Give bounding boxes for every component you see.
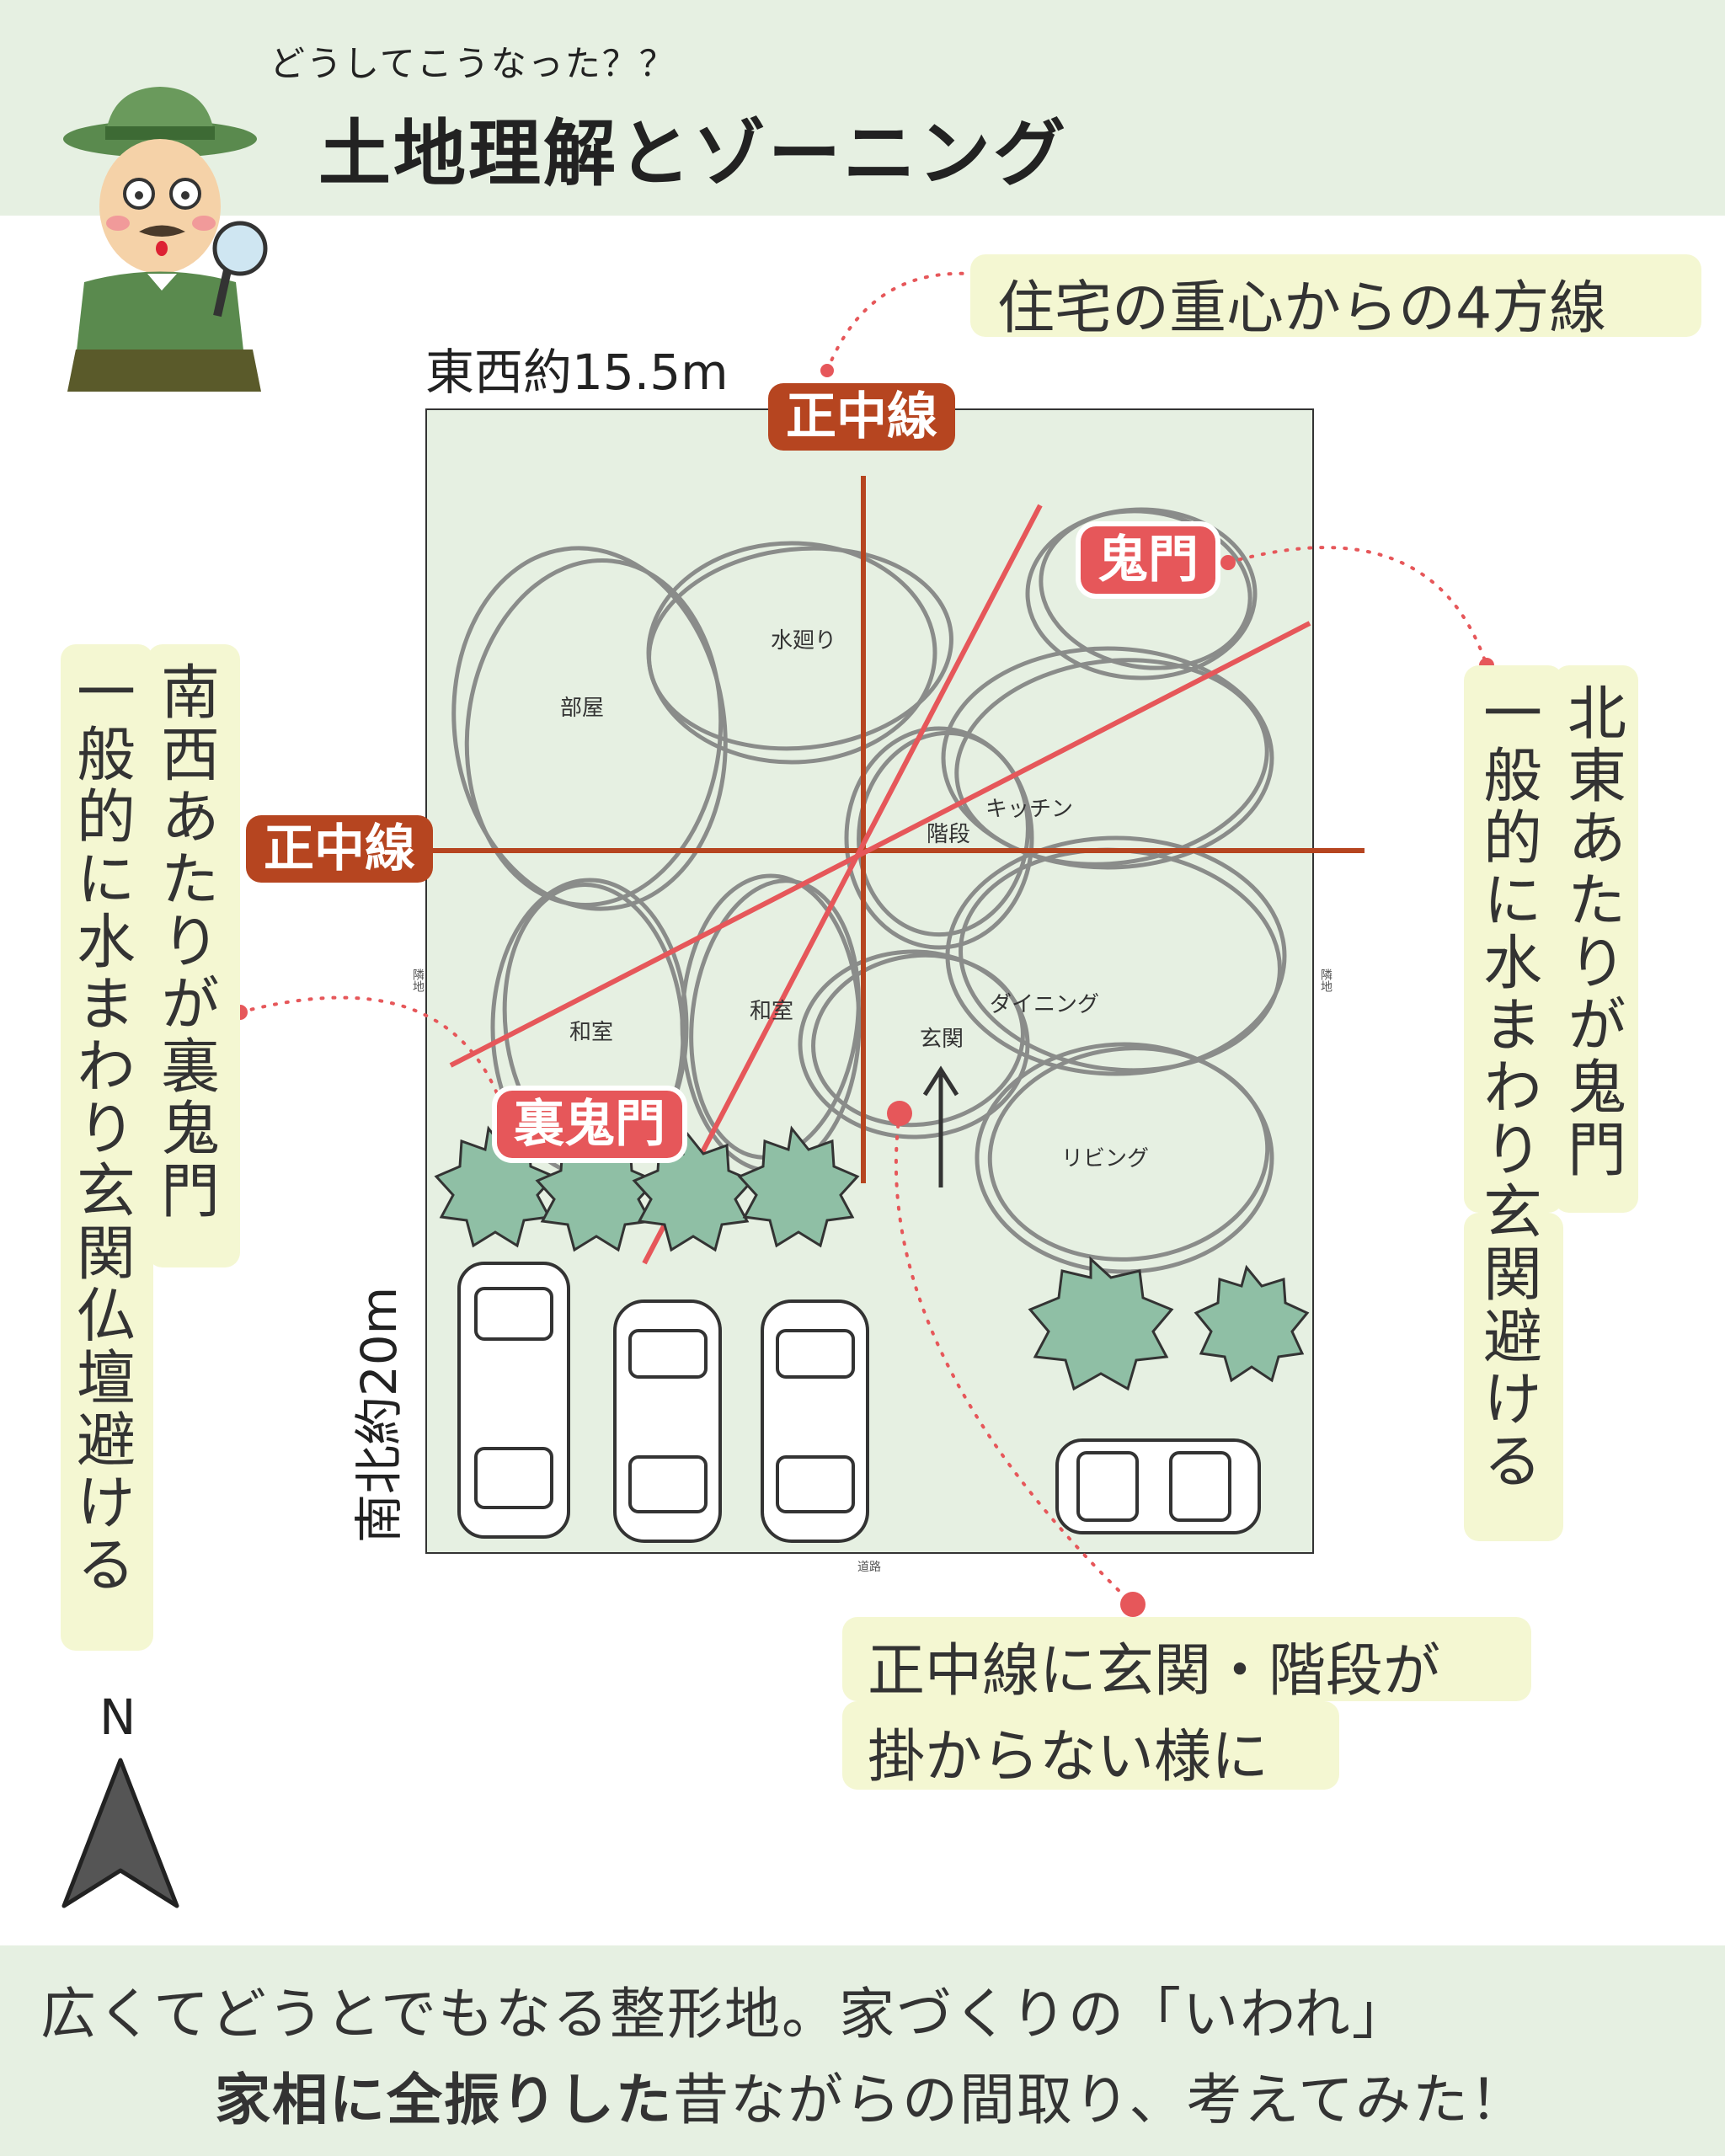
room-sketch-kitchen: [941, 646, 1274, 870]
compass-label: N: [99, 1689, 136, 1746]
kimon-line-2: [449, 621, 1311, 1068]
room-label-dining: ダイニング: [990, 992, 1100, 1017]
callout-entrance-rule-2: [842, 1701, 1339, 1790]
plan-depth-label: 南北約20m: [333, 1280, 417, 1550]
room-label-kitchen: キッチン: [985, 797, 1074, 822]
footer-line-2: 家相に全振りした昔ながらの間取り、考えてみた！: [215, 2055, 1527, 2136]
tree-icon: [1028, 1256, 1174, 1391]
callout-southwest-col2: [61, 644, 153, 1651]
car-icon: [1055, 1438, 1261, 1534]
car-icon: [457, 1262, 570, 1539]
room-sketch-stairs: [844, 726, 1034, 950]
entrance-arrow-icon: [922, 1065, 959, 1187]
room-label-bedroom: 部屋: [560, 696, 605, 721]
road-label: 道路: [857, 1561, 881, 1574]
callout-southwest-line2: 一般的に水まわり玄関仏壇避ける: [67, 661, 136, 1596]
footer-line-2-bold: 家相に全振りした: [215, 2068, 673, 2132]
tree-icon: [1194, 1264, 1310, 1383]
tree-icon: [535, 1129, 658, 1252]
room-label-washitsu-1: 和室: [569, 1020, 614, 1045]
page-subtitle: どうしてこうなった？？: [270, 43, 676, 84]
ura-kimon-badge: 裏鬼門: [497, 1091, 682, 1158]
callout-northeast-line2: 一般的に水まわり玄関避ける: [1473, 682, 1543, 1492]
detective-character-icon: [63, 87, 268, 392]
boundary-label-east: 隣地: [1319, 969, 1332, 992]
connector-ura-kimon: [238, 995, 507, 1118]
footer-line-1: 広くてどうとでもなる整形地。家づくりの「いわれ」: [40, 1982, 1409, 2047]
room-sketch-dining: [945, 835, 1287, 1076]
room-sketch-living: [975, 1042, 1274, 1274]
room-label-stairs: 階段: [927, 822, 971, 847]
callout-southwest-col1: [147, 644, 240, 1267]
footer-line-2-rest: 昔ながらの間取り、考えてみた！: [673, 2068, 1528, 2132]
callout-northeast-col1: [1554, 665, 1638, 1213]
callout-northeast-line1: 北東あたりが鬼門: [1557, 682, 1627, 1181]
room-label-water: 水廻り: [771, 628, 837, 654]
kimon-badge: 鬼門: [1081, 526, 1215, 594]
callout-northeast: [1464, 665, 1563, 1213]
connector-kimon: [1226, 546, 1488, 667]
footer-band: [0, 1945, 1725, 2156]
tree-icon: [632, 1129, 755, 1252]
callout-entrance-rule-line2: 掛からない様に: [868, 1724, 1269, 1790]
kimon-line-1: [642, 504, 1043, 1265]
connector-entrance: [894, 1112, 1135, 1606]
header-band: [0, 0, 1725, 216]
callout-four-lines: 住宅の重心からの4方線: [970, 254, 1701, 342]
page-title: 土地理解とゾーニング: [318, 112, 1068, 196]
boundary-label-west: 隣地: [411, 969, 425, 992]
room-label-washitsu-2: 和室: [750, 999, 794, 1024]
callout-four-lines-text: 住宅の重心からの4方線: [997, 275, 1607, 342]
center-line-badge-top: 正中線: [768, 383, 955, 451]
callout-entrance-rule-1: [842, 1617, 1531, 1701]
car-icon: [761, 1299, 869, 1543]
tree-icon: [737, 1125, 860, 1248]
center-line-badge-left: 正中線: [246, 815, 433, 883]
north-arrow-icon: [61, 1758, 179, 1908]
plan-width-label: 東西約15.5m: [425, 344, 729, 401]
callout-northeast-col2: [1464, 1213, 1563, 1541]
site-plan: [425, 408, 1314, 1554]
plan-depth-label-text: 南北約20m: [350, 1286, 408, 1544]
room-sketch-bedroom: [451, 546, 728, 911]
connector-four-lines: [825, 271, 970, 372]
car-icon: [613, 1299, 722, 1543]
room-label-living: リビング: [1061, 1146, 1150, 1171]
room-label-entrance: 玄関: [920, 1027, 964, 1052]
callout-entrance-rule-line1: 正中線に玄関・階段が: [868, 1638, 1441, 1705]
callout-southwest-line1: 南西あたりが裏鬼門: [151, 661, 221, 1222]
